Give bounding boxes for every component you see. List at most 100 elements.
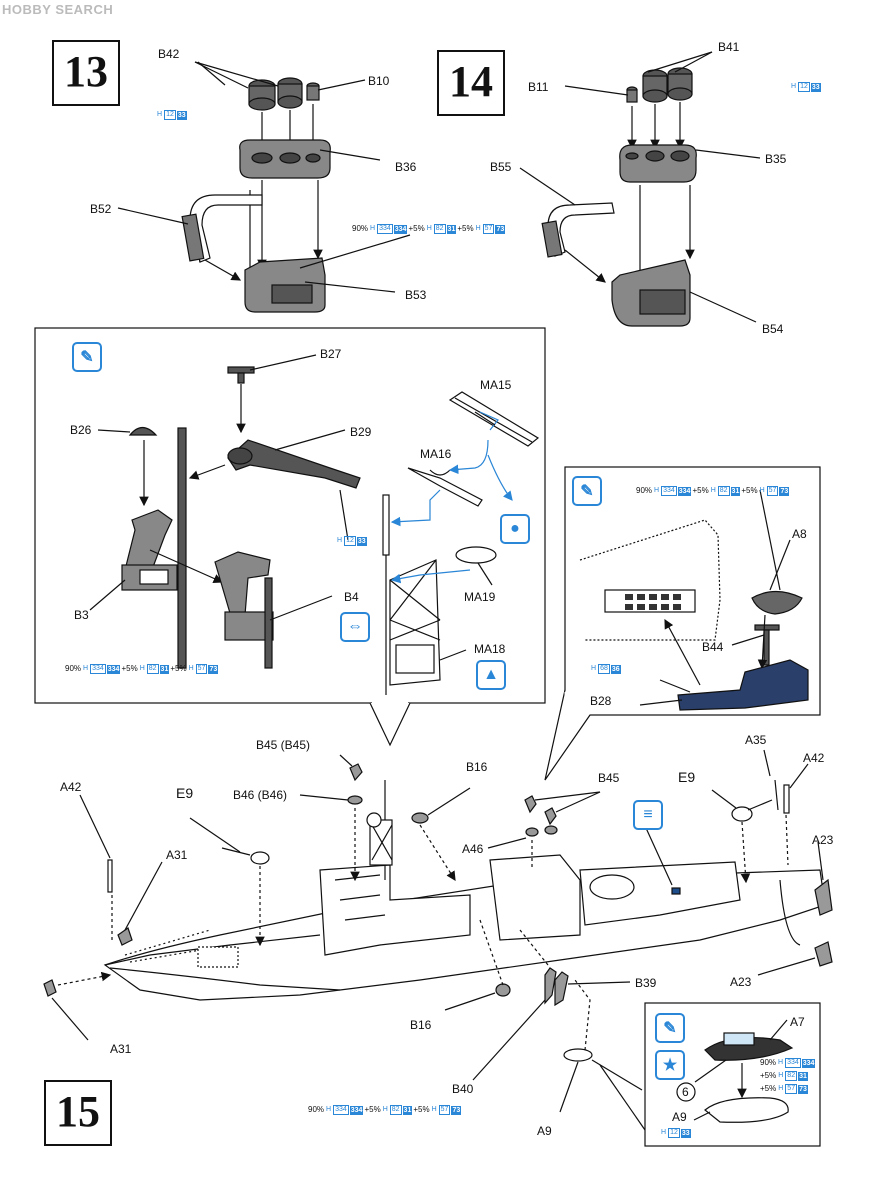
- star-icon: ★: [655, 1050, 685, 1080]
- label-a23-top: A23: [812, 833, 834, 847]
- part-b39-ladder: [544, 967, 557, 1005]
- part-b42-cylinders: [248, 77, 303, 111]
- paint-ccode: 73: [495, 224, 506, 234]
- label-b16-top: B16: [466, 760, 488, 774]
- paint-boat-line1: 90% H 334 334: [760, 1058, 816, 1068]
- paint-ccode: 33: [680, 1128, 691, 1138]
- paint-boat-line3: +5% H 57 73: [760, 1084, 808, 1094]
- paint-pct: +5%: [457, 224, 474, 233]
- label-ma16: MA16: [420, 447, 452, 461]
- paint-code: 57: [195, 664, 208, 674]
- brush-icon: ✎: [572, 476, 602, 506]
- bridge-detail-panel: [544, 466, 821, 781]
- superstructure-mid: [489, 854, 581, 941]
- paint-ccode: 31: [798, 1071, 808, 1081]
- label-a8: A8: [792, 527, 807, 541]
- paint-code: 82: [146, 664, 159, 674]
- label-a46: A46: [462, 842, 484, 856]
- part-b52-shield: [189, 194, 263, 263]
- paint-ccode: 334: [349, 1105, 364, 1115]
- label-b40: B40: [452, 1082, 474, 1096]
- label-b41: B41: [718, 40, 740, 54]
- paint-h: H: [426, 225, 432, 232]
- paint-ccode: 31: [730, 486, 741, 496]
- brush-icon: ✎: [655, 1013, 685, 1043]
- label-six: 6: [682, 1085, 689, 1099]
- step13-assembly: [117, 61, 411, 313]
- paint-code: 82: [785, 1071, 798, 1081]
- label-b36: B36: [395, 160, 417, 174]
- paint-ccode: 33: [356, 536, 367, 546]
- paint-h: H: [431, 1106, 437, 1113]
- paint-code: 68: [598, 664, 610, 674]
- paint-boat-line2: +5% H 82 31: [760, 1071, 808, 1081]
- paint-h: H: [778, 1085, 784, 1092]
- label-b27: B27: [320, 347, 342, 361]
- label-b16-bottom: B16: [410, 1018, 432, 1032]
- label-a42-right: A42: [803, 751, 825, 765]
- superstructure-fore: [319, 864, 471, 956]
- part-b3-tower: [124, 509, 173, 576]
- paint-code: 334: [661, 486, 677, 496]
- paint-h: H: [791, 83, 797, 90]
- step-14-number: 14: [437, 50, 505, 116]
- label-b39: B39: [635, 976, 657, 990]
- flip-icon: ⇔: [340, 612, 370, 642]
- label-a42-left: A42: [60, 780, 82, 794]
- paint-ccode: 73: [798, 1084, 808, 1094]
- label-b44: B44: [702, 640, 724, 654]
- label-b35: B35: [765, 152, 787, 166]
- paint-mix-ship: 90% H 334 334 +5% H 82 31 +5% H 57 73: [308, 1105, 462, 1115]
- paint-pct: 90%: [352, 224, 369, 233]
- ship-hull: [43, 749, 833, 1131]
- paint-h: H: [778, 1072, 784, 1079]
- label-a31-bottom: A31: [110, 1042, 132, 1056]
- label-b26: B26: [70, 423, 92, 437]
- part-b10: [306, 82, 320, 101]
- paint-h: H: [83, 665, 89, 672]
- paint-h: H: [661, 1129, 667, 1136]
- label-b4: B4: [344, 590, 359, 604]
- part-a9-boat-hull: [704, 1097, 789, 1123]
- paint-code: 12: [344, 536, 356, 546]
- part-a8-boat: [751, 590, 803, 615]
- decal-icon: ≡: [633, 800, 663, 830]
- paint-h68: H 68 36: [590, 664, 621, 674]
- paint-ccode: 73: [208, 664, 219, 674]
- paint-code: 12: [668, 1128, 680, 1138]
- paint-pct: 90%: [308, 1105, 325, 1114]
- paint-code: 82: [389, 1105, 402, 1115]
- paint-code: 334: [90, 664, 106, 674]
- paint-h12-mast: H 12 33: [336, 536, 367, 546]
- step-15-number: 15: [44, 1080, 112, 1146]
- paint-h12-boat: H 12 33: [660, 1128, 691, 1138]
- paint-code: 57: [766, 486, 779, 496]
- paint-ccode: 31: [446, 224, 457, 234]
- paint-h: H: [710, 487, 716, 494]
- paint-h: H: [188, 665, 194, 672]
- label-ma19: MA19: [464, 590, 496, 604]
- part-mast-pole: [177, 427, 187, 669]
- label-b53: B53: [405, 288, 427, 302]
- paint-h: H: [337, 537, 343, 544]
- paint-h: H: [382, 1106, 388, 1113]
- part-ma19-ring: [455, 546, 497, 564]
- paint-ccode: 33: [176, 110, 187, 120]
- paint-h: H: [157, 111, 163, 118]
- label-b52: B52: [90, 202, 112, 216]
- paint-code: 334: [333, 1105, 349, 1115]
- label-b10: B10: [368, 74, 390, 88]
- paint-ccode: 334: [801, 1058, 816, 1068]
- paint-pct: +5%: [692, 486, 709, 495]
- paint-ccode: 73: [779, 486, 790, 496]
- paint-ccode: 31: [402, 1105, 413, 1115]
- label-b11: B11: [528, 80, 549, 94]
- label-b45-b45: B45 (B45): [256, 738, 311, 752]
- paint-ccode: 73: [451, 1105, 462, 1115]
- paint-pct: +5%: [121, 664, 138, 673]
- label-a9-boat: A9: [672, 1110, 687, 1124]
- label-ma15: MA15: [480, 378, 512, 392]
- paint-h: H: [759, 487, 765, 494]
- label-b28: B28: [590, 694, 612, 708]
- paint-h: H: [326, 1106, 332, 1113]
